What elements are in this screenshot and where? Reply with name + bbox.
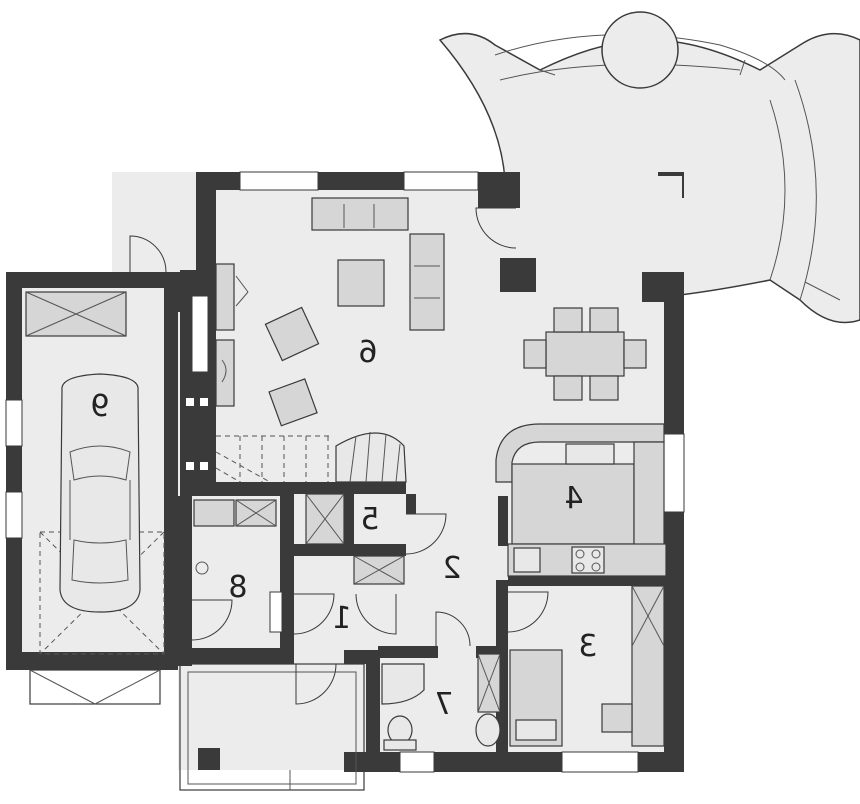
sink [565,443,615,465]
desk-chair [601,703,633,733]
living-window-2 [403,171,479,191]
room-label-9: 9 [90,389,109,424]
armchair-2 [268,378,318,427]
tv-unit [215,263,235,331]
coffee-table [337,259,385,307]
room-label-4: 4 [564,481,583,516]
washbasin [475,713,501,747]
room3-window [561,751,639,773]
garage-apron [29,669,161,705]
garage-window-1 [5,399,23,447]
bath-window [399,751,435,773]
kitchen-island [511,463,635,545]
room-label-7: 7 [434,687,453,722]
front-porch [179,663,365,791]
garage: 9 [5,272,184,670]
living-window-1 [239,171,319,191]
wardrobe [631,585,665,747]
main-house [178,171,685,773]
room-label-6: 6 [358,335,377,370]
kitchen-furniture [495,423,667,577]
room-label-3: 3 [578,629,597,664]
living-room-furniture [264,197,445,427]
room-label-1: 1 [332,601,351,636]
garage-door-swing [39,531,165,655]
kitchen-window [663,433,685,513]
room-label-8: 8 [228,570,247,605]
sofa [311,197,409,231]
dining-set [523,307,647,401]
sofa-2 [409,233,445,331]
fireplace [215,339,235,407]
dining-table [545,331,625,377]
staircase [215,431,407,483]
room-label-2: 2 [442,551,461,586]
room-label-5: 5 [360,502,379,537]
round-planter [601,11,679,89]
garage-window-2 [5,491,23,539]
armchair-1 [264,306,320,362]
washer [193,499,235,527]
car-icon [59,373,141,613]
shower [381,663,425,705]
